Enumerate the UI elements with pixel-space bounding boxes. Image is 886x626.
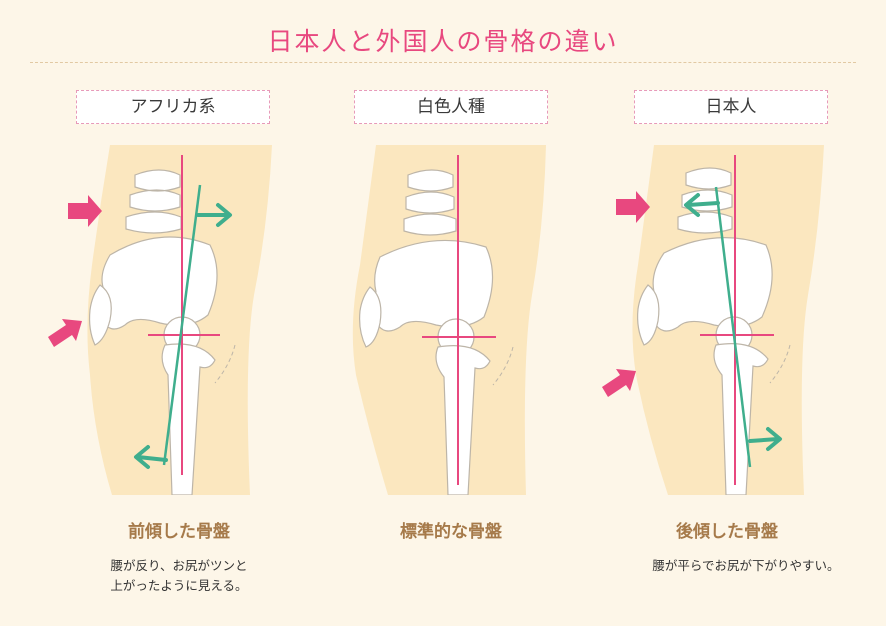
femur-bone [713, 343, 769, 495]
pelvis-tilt-line [162, 184, 202, 466]
pink-arrow-lumbar [616, 191, 650, 223]
tilt-arrow-bottom [748, 427, 782, 451]
sacrum-bone [637, 284, 660, 346]
description-line: 腰が反り、お尻がツンと [110, 558, 248, 573]
pink-arrow-hip [602, 369, 636, 397]
heading-neutral: 標準的な骨盤 [400, 522, 502, 542]
sacrum-bone [359, 286, 382, 348]
pelvis-bone [98, 236, 218, 330]
lumbar-spine [403, 169, 457, 236]
description-line: 腰が平らでお尻が下がりやすい。 [652, 558, 840, 573]
pelvis-tilt-line [714, 186, 752, 468]
title-divider [30, 62, 856, 63]
heading-anterior-tilt: 前傾した骨盤 [128, 522, 230, 542]
column-label-caucasian: 白色人種 [354, 90, 548, 124]
lumbar-spine [125, 169, 182, 234]
heading-posterior-tilt: 後傾した骨盤 [676, 522, 778, 542]
pink-arrow-lumbar [68, 195, 102, 227]
lumbar-spine [677, 167, 733, 234]
tilt-arrow-top [684, 193, 720, 217]
sacrum-bone [88, 284, 112, 346]
description-japanese: 腰が平らでお尻が下がりやすい。 [616, 556, 876, 576]
description-line: 上がったように見える。 [110, 578, 248, 593]
pelvis-figure-african [40, 145, 290, 495]
description-african: 腰が反り、お尻がツンと 上がったように見える。 [49, 556, 309, 596]
column-label-japanese: 日本人 [634, 90, 828, 124]
tilt-arrow-bottom [134, 445, 168, 469]
femur-bone [435, 345, 491, 495]
tilt-arrow-top [196, 203, 232, 227]
pink-arrow-hip [48, 319, 82, 347]
column-label-african: アフリカ系 [76, 90, 270, 124]
pelvis-bone [371, 239, 494, 332]
pelvis-figure-japanese [598, 145, 848, 495]
pelvis-figure-caucasian [318, 145, 568, 495]
page-title: 日本人と外国人の骨格の違い [267, 27, 619, 56]
pelvis-bone [649, 237, 773, 332]
